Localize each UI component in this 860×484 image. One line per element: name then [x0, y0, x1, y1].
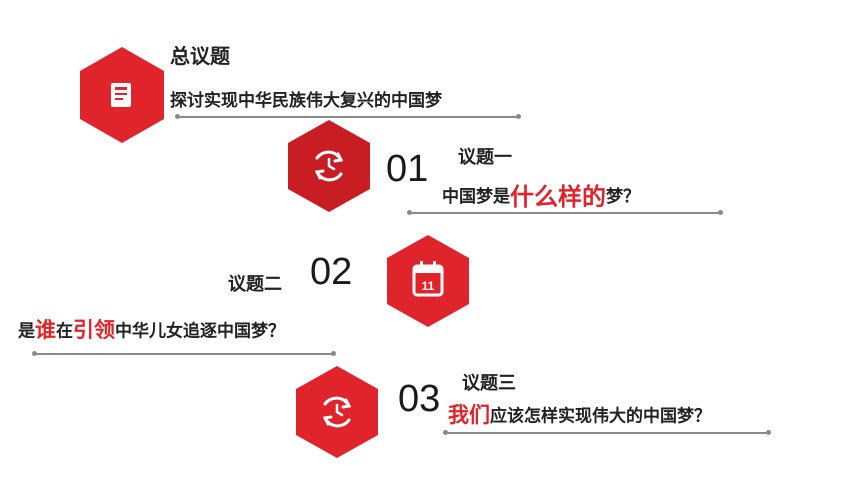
- topic-2-number: 02: [310, 251, 353, 293]
- topic-1-question-post: 梦？: [606, 187, 640, 207]
- divider-dot: [407, 210, 412, 215]
- divider-dot: [331, 351, 336, 356]
- divider-line: [410, 212, 720, 214]
- topic-2-question-p1: 是: [18, 321, 35, 342]
- divider-line: [178, 116, 518, 118]
- topic-2-question-h1: 谁: [35, 318, 56, 342]
- main-topic-title: 总议题: [170, 44, 230, 68]
- topic-1-question-pre: 中国梦是: [442, 187, 510, 207]
- topic-2-question-p3: 中华儿女追逐中国梦？: [115, 321, 285, 342]
- divider-dot: [718, 210, 723, 215]
- topic-3-hexagon: [296, 366, 378, 458]
- topic-1-hexagon: [288, 120, 370, 212]
- divider-line: [446, 432, 768, 434]
- topic-1-question-highlight: 什么样的: [510, 183, 606, 211]
- main-topic-subtitle: 探讨实现中华民族伟大复兴的中国梦: [170, 91, 442, 111]
- topic-1-label: 议题一: [458, 147, 512, 168]
- topic-3-number: 03: [398, 378, 441, 420]
- divider-line: [35, 353, 333, 355]
- topic-3-question-post: 应该怎样实现伟大的中国梦？: [490, 406, 711, 427]
- topic-2-question-h2: 引领: [73, 318, 115, 342]
- calendar-icon: 11: [412, 261, 444, 297]
- refresh-clock-icon: [314, 150, 344, 182]
- divider-dot: [175, 114, 180, 119]
- divider-dot: [443, 430, 448, 435]
- divider-dot: [32, 351, 37, 356]
- topic-3-label: 议题三: [462, 373, 516, 394]
- topic-2-question-p2: 在: [56, 321, 73, 342]
- topic-1-question: 中国梦是什么样的梦？: [442, 177, 640, 212]
- topic-3-question-highlight: 我们: [448, 403, 490, 427]
- svg-text:11: 11: [422, 279, 435, 293]
- divider-dot: [766, 430, 771, 435]
- topic-3-question: 我们应该怎样实现伟大的中国梦？: [448, 399, 711, 429]
- document-icon: [111, 83, 131, 107]
- topic-2-question: 是谁在引领中华儿女追逐中国梦？: [18, 314, 285, 344]
- main-topic-hexagon: [80, 47, 164, 143]
- refresh-clock-icon: [322, 396, 352, 428]
- topic-2-hexagon: 11: [387, 235, 469, 327]
- topic-2-label: 议题二: [228, 274, 282, 295]
- divider-dot: [516, 114, 521, 119]
- topic-1-number: 01: [386, 148, 429, 190]
